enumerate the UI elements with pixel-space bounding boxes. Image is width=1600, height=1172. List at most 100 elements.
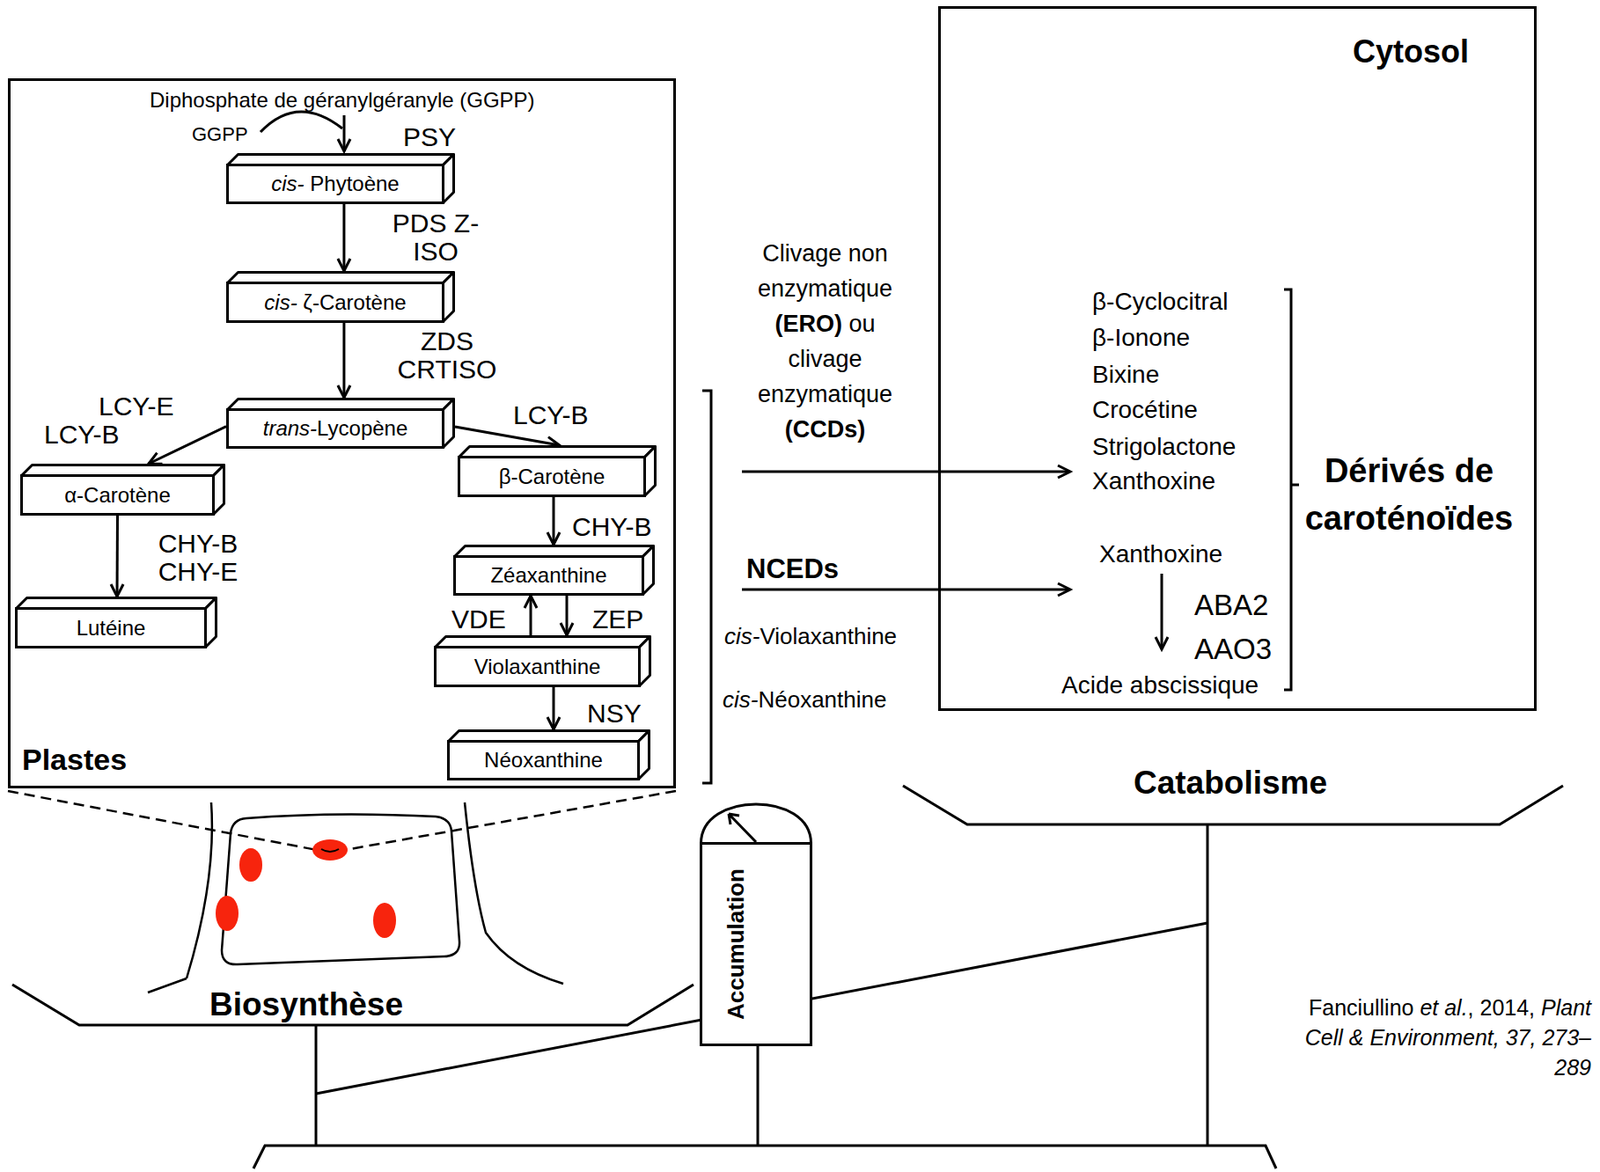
- enzyme-label: ZDS CRTISO: [389, 327, 505, 384]
- box-top-face: [16, 598, 217, 610]
- box-top-face: [227, 154, 455, 166]
- compound-box: Néoxanthine: [447, 740, 640, 781]
- text-run: NCEDs: [746, 553, 839, 585]
- reaction-arrow: [552, 687, 556, 730]
- reaction-arrow: [552, 497, 556, 545]
- text-run: (ERO): [774, 310, 843, 338]
- gauge-dome-outline: [701, 804, 812, 845]
- text-label: Dérivés de caroténoïdes: [1281, 447, 1537, 543]
- text-run: , 2014,: [1467, 995, 1542, 1021]
- zoom-line: [7, 791, 317, 851]
- text-run: Clivage non enzymatique: [757, 240, 893, 302]
- balance-base: [253, 1145, 1277, 1169]
- text-run: ABA2: [1194, 588, 1269, 622]
- enzyme-label: VDE: [451, 605, 507, 634]
- box-side-face: [643, 546, 654, 595]
- compound-name: trans-Lycopène: [263, 416, 409, 441]
- text-run: PDS Z-ISO: [392, 208, 479, 266]
- text-run: AAO3: [1194, 632, 1272, 666]
- compound-name: Lutéine: [76, 616, 147, 641]
- region-title: Plastes: [22, 741, 127, 778]
- text-label: Catabolisme: [1133, 763, 1328, 803]
- reaction-arrow: [455, 426, 560, 446]
- text-run: ζ-Carotène: [297, 290, 407, 315]
- compound-name: cis- ζ-Carotène: [264, 290, 406, 316]
- plastid-bracket: [702, 390, 712, 784]
- gauge-dome: [699, 842, 813, 846]
- text-run: NSY: [587, 698, 642, 728]
- reaction-arrow: [116, 515, 120, 597]
- text-label: β-Cyclocitral: [1092, 286, 1229, 317]
- text-run: Lycopène: [316, 416, 408, 441]
- box-side-face: [443, 272, 455, 323]
- compound-box: Lutéine: [14, 607, 207, 649]
- text-label: Clivage non enzymatique (ERO) ou clivage…: [739, 235, 911, 448]
- text-run: Violaxanthine: [474, 654, 602, 679]
- text-run: Diphosphate de géranylgéranyle (GGPP): [149, 88, 536, 112]
- compound-box: cis- ζ-Carotène: [226, 281, 445, 323]
- text-run: β-Carotène: [499, 464, 606, 489]
- cell-wall: [186, 802, 213, 979]
- box-top-face: [448, 731, 650, 742]
- text-run: GGPP: [191, 123, 249, 146]
- box-side-face: [638, 731, 650, 780]
- text-run: ZEP: [592, 604, 644, 634]
- text-run: Accumulation: [722, 868, 749, 1021]
- box-top-face: [22, 465, 225, 477]
- enzyme-label: LCY-B: [513, 401, 589, 430]
- text-label: β-Ionone: [1092, 322, 1190, 353]
- psy-arrow: [343, 115, 346, 152]
- text-run: Fanciullino: [1308, 995, 1420, 1021]
- text-run: Dérivés de caroténoïdes: [1305, 452, 1514, 537]
- text-run: Néoxanthine: [484, 748, 603, 772]
- biosynthesis-post: [315, 1025, 318, 1146]
- text-run: Xanthoxine: [1092, 467, 1216, 495]
- text-run: et al.: [1419, 995, 1468, 1021]
- text-label: Fanciullino et al., 2014, Plant Cell & E…: [1291, 992, 1592, 1083]
- gauge-post: [756, 1046, 760, 1146]
- text-label: Diphosphate de géranylgéranyle (GGPP): [149, 88, 536, 114]
- plastid-mark: [321, 849, 339, 852]
- text-run: LCY-B: [513, 400, 589, 430]
- text-run: β-Cyclocitral: [1092, 287, 1229, 316]
- text-run: Bixine: [1092, 360, 1160, 389]
- enzyme-label: ZEP: [592, 605, 644, 634]
- text-run: Xanthoxine: [1099, 540, 1223, 568]
- text-run: Zéaxanthine: [490, 563, 607, 588]
- gauge-needle: [728, 814, 756, 843]
- text-label: Strigolactone: [1092, 432, 1236, 463]
- compound-box: Violaxanthine: [433, 645, 641, 688]
- cleavage-arrow: [741, 470, 1071, 474]
- text-label: Xanthoxine: [1092, 466, 1216, 497]
- enzyme-label: NSY: [587, 699, 642, 728]
- box-side-face: [213, 465, 225, 515]
- text-run: LCY-E LCY-B: [44, 391, 175, 449]
- derivatives-bracket: [1284, 289, 1300, 690]
- enzyme-label: CHY-B: [572, 513, 653, 542]
- text-label: Biosynthèse: [209, 985, 404, 1025]
- compound-name: Néoxanthine: [484, 748, 603, 773]
- nced-arrow: [741, 588, 1071, 592]
- text-run: Crocétine: [1092, 396, 1198, 424]
- box-top-face: [455, 546, 654, 558]
- text-run: Catabolisme: [1133, 764, 1328, 801]
- text-run: ZDS CRTISO: [397, 326, 498, 384]
- region-title: Cytosol: [1352, 32, 1469, 71]
- box-top-face: [227, 272, 455, 284]
- text-label: PSY: [403, 121, 456, 154]
- text-run: trans-: [263, 416, 317, 441]
- box-side-face: [443, 154, 455, 204]
- text-run: CHY-B: [572, 512, 653, 542]
- text-label: cis-Néoxanthine: [722, 686, 887, 714]
- cell-wall: [464, 802, 564, 984]
- box-top-face: [459, 447, 656, 458]
- plastid: [312, 839, 348, 861]
- text-run: Lutéine: [76, 616, 147, 640]
- accumulation-gauge: Accumulation: [699, 842, 813, 1047]
- text-run: Néoxanthine: [757, 686, 887, 713]
- text-run: CHY-B CHY-E: [158, 528, 239, 587]
- reaction-arrow: [148, 426, 227, 464]
- text-run: cis-: [722, 686, 758, 713]
- text-run: cis-: [724, 623, 760, 650]
- catabolism-post: [1206, 824, 1210, 1146]
